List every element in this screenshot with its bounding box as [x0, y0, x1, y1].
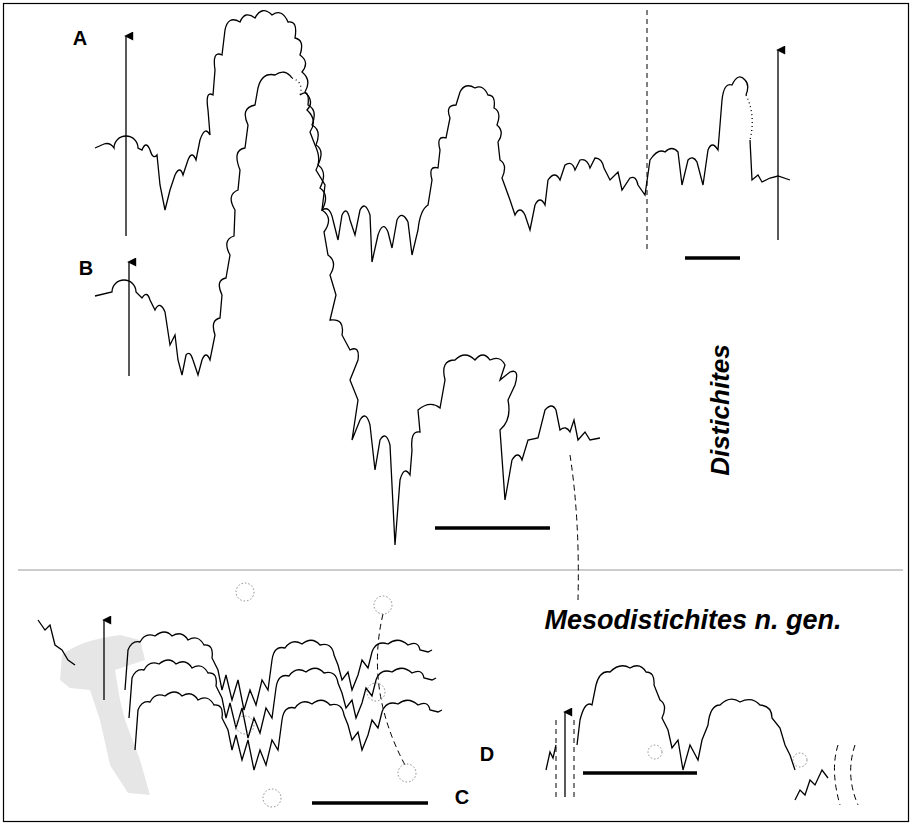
siphuncle-marker: [648, 745, 807, 767]
panel-letter: D: [480, 744, 494, 764]
suture-c: [38, 614, 442, 770]
scale-bar: [435, 526, 550, 530]
suture-d: [546, 666, 858, 805]
suture-b: [95, 72, 600, 600]
panel-letter: A: [73, 28, 87, 48]
frame: [4, 4, 909, 822]
scale-bar: [685, 256, 740, 260]
separator: [18, 570, 903, 571]
shell-section: [60, 635, 150, 795]
suture-a: [95, 10, 790, 262]
panel-letter: C: [455, 787, 469, 807]
panel-letter: B: [79, 258, 93, 278]
siphuncle-marker: [236, 583, 416, 807]
scale-bar: [583, 771, 697, 775]
scale-bar: [312, 801, 428, 805]
genus-name: Distichites: [707, 344, 733, 476]
genus-name: Mesodistichites n. gen.: [544, 607, 841, 634]
